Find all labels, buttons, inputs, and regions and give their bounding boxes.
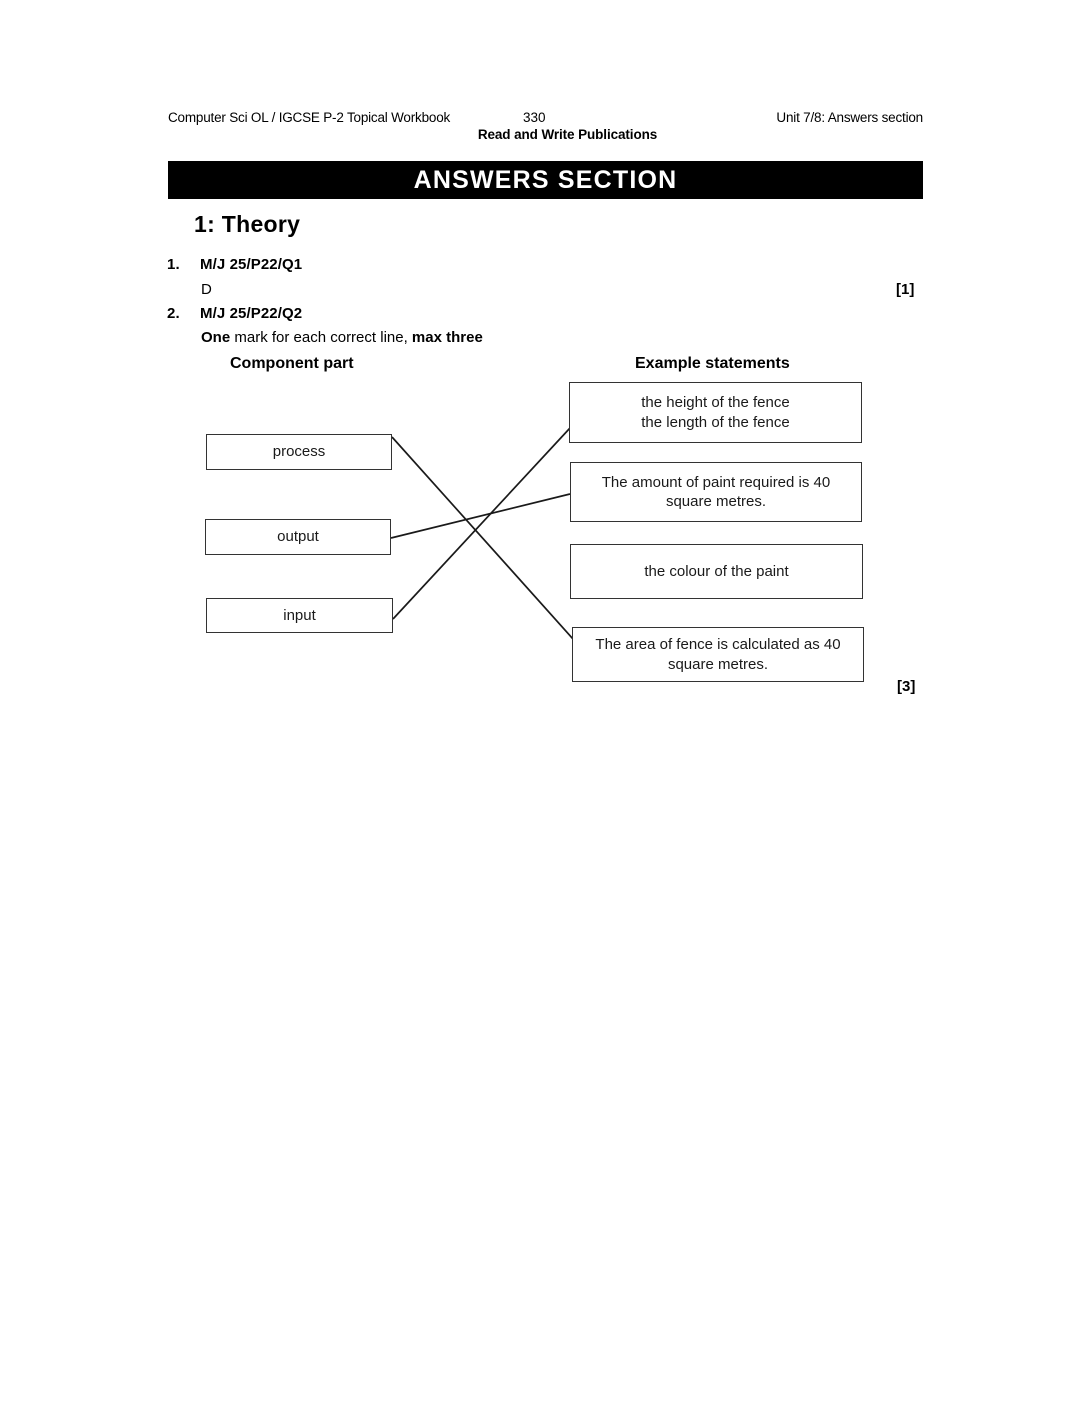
component-box-process[interactable]: process <box>206 434 392 470</box>
answer-2-reference: M/J 25/P22/Q2 <box>200 305 303 322</box>
document-header: Computer Sci OL / IGCSE P-2 Topical Work… <box>168 110 923 150</box>
marking-note-bold-max: max three <box>411 329 483 346</box>
connector-input-to-statement-1 <box>392 427 571 620</box>
section-heading: 1: Theory <box>194 211 301 237</box>
component-box-output[interactable]: output <box>205 519 391 555</box>
component-box-output-label: output <box>277 528 319 546</box>
header-page-number: 330 <box>523 110 546 125</box>
header-workbook-title: Computer Sci OL / IGCSE P-2 Topical Work… <box>168 110 451 125</box>
banner-title: ANSWERS SECTION <box>413 165 678 194</box>
statement-box-2-label: The amount of paint required is 40 squar… <box>601 473 831 511</box>
statement-box-4[interactable]: The area of fence is calculated as 40 sq… <box>572 627 864 682</box>
answer-1-reference: M/J 25/P22/Q1 <box>200 256 303 273</box>
answer-2-marking-note: One mark for each correct line, max thre… <box>201 329 483 346</box>
connector-output-to-statement-2 <box>390 493 571 539</box>
statement-box-1-label: the height of the fence the length of th… <box>641 394 790 431</box>
answer-1-mark: [1] <box>896 281 915 298</box>
statement-box-4-label: The area of fence is calculated as 40 sq… <box>595 636 841 673</box>
answer-1-value: D <box>201 281 212 298</box>
answer-1-number: 1. <box>167 256 180 273</box>
answer-2-mark: [3] <box>897 678 916 695</box>
answer-2-number: 2. <box>167 305 180 322</box>
header-unit-label: Unit 7/8: Answers section <box>776 110 923 125</box>
component-box-input-label: input <box>283 606 316 624</box>
marking-note-bold-one: One <box>201 329 231 346</box>
marking-note-regular: mark for each correct line, <box>230 329 412 346</box>
column-heading-component-part: Component part <box>230 355 354 372</box>
header-publisher: Read and Write Publications <box>477 127 658 142</box>
statement-box-1[interactable]: the height of the fence the length of th… <box>569 382 862 443</box>
connector-process-to-statement-4 <box>391 436 574 640</box>
answers-section-banner: ANSWERS SECTION <box>168 161 923 199</box>
statement-box-3[interactable]: the colour of the paint <box>570 544 863 599</box>
component-box-process-label: process <box>272 443 326 461</box>
component-box-input[interactable]: input <box>206 598 393 633</box>
statement-box-2[interactable]: The amount of paint required is 40 squar… <box>570 462 862 522</box>
column-heading-example-statements: Example statements <box>635 355 790 372</box>
statement-box-3-label: the colour of the paint <box>644 562 789 580</box>
